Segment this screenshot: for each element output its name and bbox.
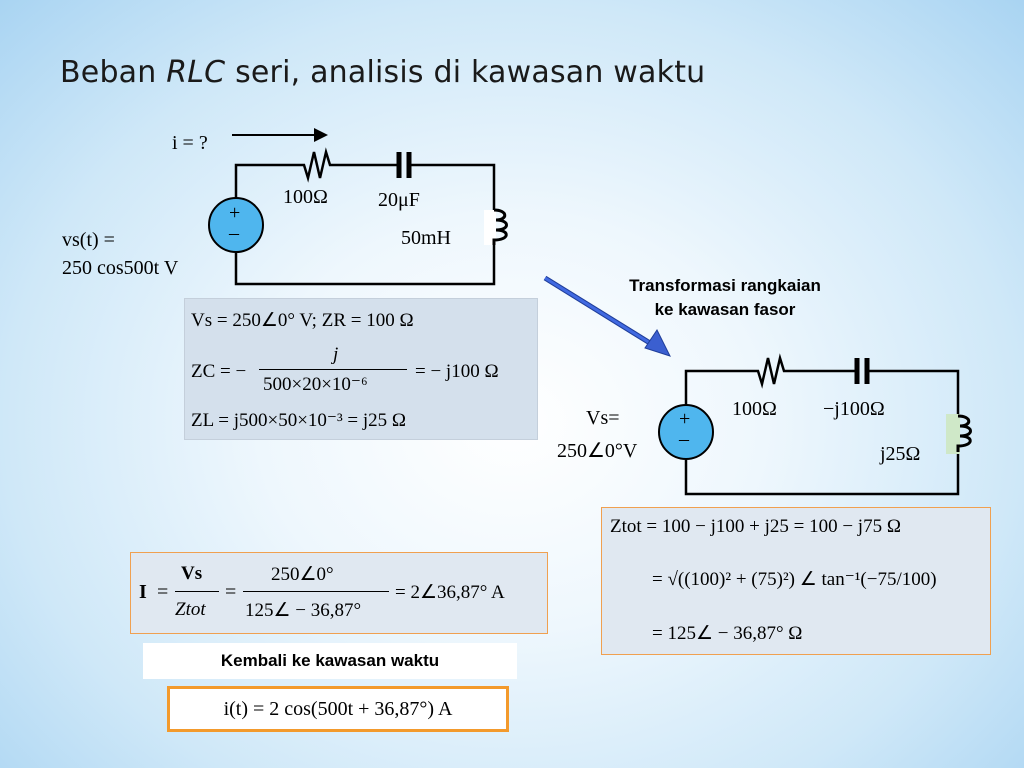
current-eq-1: = <box>157 581 169 603</box>
current-frac2-den: 125∠ − 36,87° <box>245 600 362 621</box>
time-source-label-1: vs(t) = <box>62 229 115 251</box>
phasor-resistor-label: 100Ω <box>732 398 777 420</box>
time-inductor-label: 50mH <box>401 227 451 249</box>
phasor-source-label-2: 250∠0°V <box>557 440 638 462</box>
current-box: I = Vs Ztot = 250∠0° 125∠ − 36,87° = 2∠3… <box>130 552 548 634</box>
phasor-source-plus: + <box>679 408 691 430</box>
time-voltage-source <box>208 197 264 253</box>
current-frac1-bar <box>175 591 219 592</box>
time-resistor <box>298 147 333 183</box>
transform-arrow <box>543 275 671 357</box>
ztot-line-2: = √((100)² + (75)²) ∠ tan⁻¹(−75/100) <box>652 569 937 590</box>
current-result: = 2∠36,87° A <box>395 582 505 603</box>
ztot-line-3: = 125∠ − 36,87° Ω <box>652 623 803 644</box>
time-source-label-2: 250 cos500t V <box>62 257 179 279</box>
time-capacitor-label: 20μF <box>378 189 420 211</box>
phasor-capacitor-label: −j100Ω <box>823 398 885 420</box>
time-inductor <box>484 208 508 245</box>
phasor-source-minus: – <box>679 428 689 450</box>
current-eq-2: = <box>225 581 237 603</box>
current-lhs: I <box>139 581 147 603</box>
impedance-line-3: ZL = j500×50×10⁻³ = j25 Ω <box>191 410 407 431</box>
ztot-box: Ztot = 100 − j100 + j25 = 100 − j75 Ω = … <box>601 507 991 655</box>
back-to-time-domain-label: Kembali ke kawasan waktu <box>143 643 517 679</box>
transform-note: Transformasi rangkaian ke kawasan fasor <box>585 274 865 322</box>
time-capacitor <box>396 152 412 178</box>
current-label: i = ? <box>172 132 208 154</box>
phasor-inductor <box>946 414 972 454</box>
current-frac2-num: 250∠0° <box>271 564 334 585</box>
current-frac1-den: Ztot <box>175 599 206 620</box>
phasor-voltage-source <box>658 404 714 460</box>
phasor-circuit-wires <box>684 369 960 496</box>
title-prefix: Beban <box>60 55 167 90</box>
phasor-inductor-label: j25Ω <box>880 443 921 465</box>
transform-note-line-2: ke kawasan fasor <box>654 300 796 319</box>
current-arrow <box>232 128 328 142</box>
time-source-minus: – <box>229 222 239 244</box>
impedance-line-2-rhs: = − j100 Ω <box>415 361 499 382</box>
impedance-line-2-den: 500×20×10⁻⁶ <box>263 374 368 395</box>
current-frac2-bar <box>243 591 389 592</box>
time-source-plus: + <box>229 202 241 224</box>
current-frac1-num: Vs <box>181 563 203 584</box>
impedance-line-1: Vs = 250∠0° V; ZR = 100 Ω <box>191 310 414 331</box>
phasor-capacitor <box>854 358 870 384</box>
title-suffix: seri, analisis di kawasan waktu <box>225 55 706 90</box>
title-italic: RLC <box>166 55 226 90</box>
time-resistor-label: 100Ω <box>283 186 328 208</box>
phasor-resistor <box>752 353 787 389</box>
transform-note-line-1: Transformasi rangkaian <box>629 276 821 295</box>
time-circuit-wires <box>234 163 496 286</box>
slide-title: Beban RLC seri, analisis di kawasan wakt… <box>60 55 705 90</box>
phasor-source-label-1: Vs= <box>586 407 620 429</box>
impedance-box: Vs = 250∠0° V; ZR = 100 Ω ZC = − j 500×2… <box>184 298 538 440</box>
impedance-line-2-lhs: ZC = − <box>191 361 247 382</box>
final-answer: i(t) = 2 cos(500t + 36,87°) A <box>167 686 509 732</box>
ztot-line-1: Ztot = 100 − j100 + j25 = 100 − j75 Ω <box>610 516 901 537</box>
impedance-fraction-bar <box>259 369 407 370</box>
impedance-line-2-num: j <box>333 344 339 365</box>
